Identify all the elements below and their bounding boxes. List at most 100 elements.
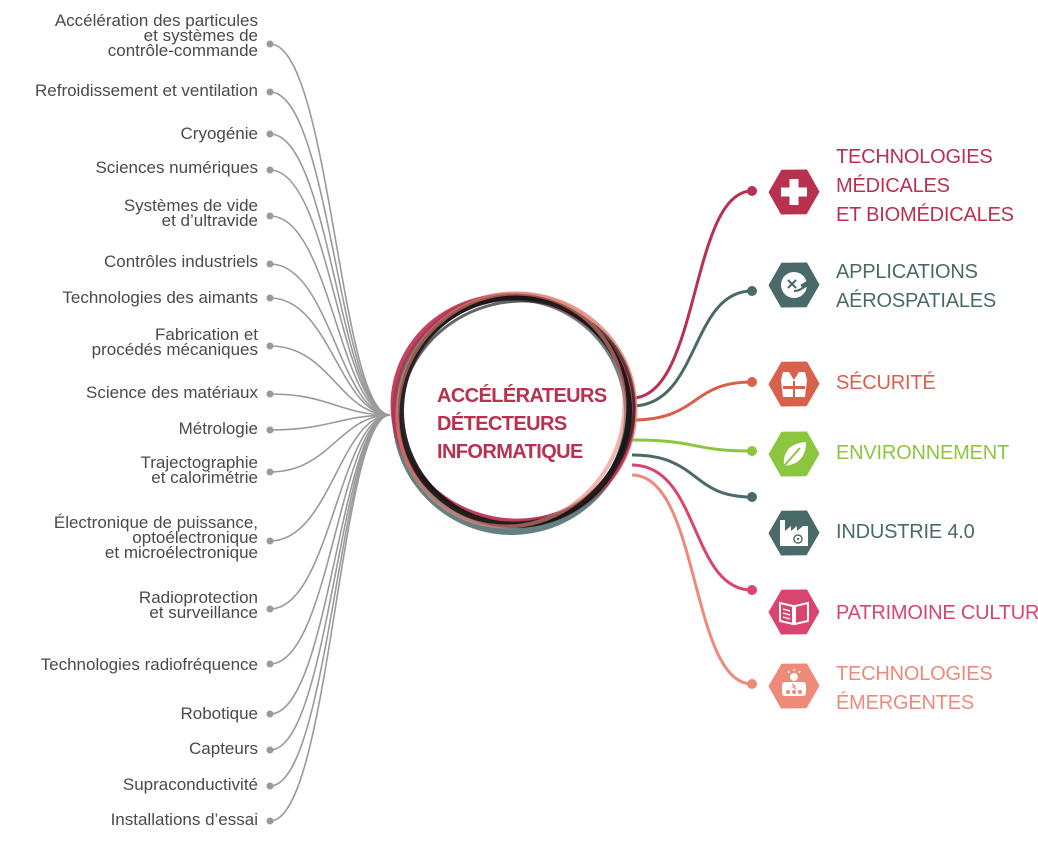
technology-label-line: et surveillance [149, 603, 258, 622]
center-line: INFORMATIQUE [437, 441, 583, 463]
technology-dot [266, 746, 274, 754]
application-label-line: INDUSTRIE 4.0 [836, 521, 975, 543]
technology-connector [269, 215, 391, 416]
technology-label-line: Électronique de puissance, [53, 513, 258, 532]
application-label-line: PATRIMOINE CULTUREL [836, 602, 1038, 624]
technology-label: Capteurs [189, 739, 258, 758]
technology-label-line: Sciences numériques [95, 158, 258, 177]
technology-dot [266, 390, 274, 398]
technology-label-line: et d’ultravide [161, 211, 258, 230]
technology-dot [266, 426, 274, 434]
application-connector [631, 289, 753, 408]
technology-connector [269, 169, 391, 416]
technology-label: Métrologie [179, 420, 258, 437]
technology-label-line: et calorimétrie [151, 468, 258, 487]
technology-label-line: Systèmes de vide [123, 196, 258, 215]
leaf-icon [768, 431, 820, 477]
technology-connector [269, 414, 391, 431]
technology-connector [269, 414, 391, 715]
technology-label-line: optoélectronique [132, 528, 258, 547]
application-label-line: ET BIOMÉDICALES [836, 204, 1014, 226]
central-ring [390, 291, 638, 535]
application-connector [631, 189, 753, 400]
technology-label: Cryogénie [181, 125, 259, 142]
technology-label-line: Fabrication et [155, 325, 258, 344]
technology-dot [266, 166, 274, 174]
technology-dot [266, 212, 274, 220]
technology-label-line: Contrôles industriels [103, 252, 258, 271]
technology-label: Technologies radiofréquence [40, 655, 258, 674]
technology-dot [266, 605, 274, 613]
technology-connector [269, 263, 391, 416]
medical-cross-icon [768, 169, 820, 215]
technology-connector [269, 414, 391, 822]
technology-label-line: Robotique [180, 704, 258, 723]
application-label: SÉCURITÉ [836, 369, 936, 398]
technology-label-line: Radioprotection [138, 588, 258, 607]
application-connector [631, 463, 753, 592]
application-label-line: MÉDICALES [836, 175, 950, 197]
application-dot [747, 186, 757, 196]
technology-connector [269, 91, 391, 416]
technology-label: Technologies des aimants [62, 288, 258, 307]
application-label-line: ÉMERGENTES [836, 692, 975, 714]
satellite-icon [768, 262, 820, 308]
application-label: TECHNOLOGIES MÉDICALES ET BIOMÉDICALES [836, 143, 1014, 230]
technology-dot [266, 342, 274, 350]
factory-icon [768, 510, 820, 556]
technology-dot [266, 468, 274, 476]
technology-dot [266, 88, 274, 96]
technology-label: Sciences numériques [95, 158, 258, 177]
application-dot [747, 679, 757, 689]
application-connectors [631, 186, 757, 689]
book-icon [768, 589, 820, 635]
technology-dot [266, 710, 274, 718]
center-line: DÉTECTEURS [437, 413, 567, 435]
technology-label-line: Installations d’essai [110, 810, 258, 829]
technology-label-line: Technologies radiofréquence [40, 655, 258, 674]
technology-label-line: Trajectographie [140, 453, 259, 472]
application-dot [747, 492, 757, 502]
technology-dot [266, 130, 274, 138]
technology-label-line: procédés mécaniques [91, 340, 258, 359]
technology-dot [266, 537, 274, 545]
center-title: ACCÉLÉRATEURS DÉTECTEURS INFORMATIQUE [437, 382, 607, 466]
application-label-line: SÉCURITÉ [836, 372, 936, 394]
technology-label: Robotique [180, 704, 258, 723]
technology-connectors [266, 40, 391, 825]
application-dot [747, 446, 757, 456]
technology-label-line: Supraconductivité [122, 775, 258, 794]
application-label: PATRIMOINE CULTUREL [836, 599, 1038, 628]
technology-connector [269, 43, 391, 416]
technology-label: Supraconductivité [122, 775, 258, 794]
technology-label-line: Technologies des aimants [62, 288, 258, 307]
technology-connector [269, 414, 391, 665]
application-label-line: AÉROSPATIALES [836, 290, 997, 312]
application-label: INDUSTRIE 4.0 [836, 518, 975, 547]
application-connector [631, 438, 753, 453]
safety-vest-icon [768, 361, 820, 407]
technology-dot [266, 660, 274, 668]
technology-connector [269, 297, 391, 416]
technology-dot [266, 260, 274, 268]
application-connector [631, 473, 753, 686]
application-dot [747, 286, 757, 296]
technology-connector [269, 133, 391, 416]
application-label: ENVIRONNEMENT [836, 439, 1009, 468]
technology-connector [269, 393, 391, 416]
technology-label-line: et microélectronique [104, 543, 258, 562]
application-label-line: ENVIRONNEMENT [836, 442, 1009, 464]
technology-connector [269, 414, 391, 610]
application-connector [631, 453, 753, 499]
center-line: ACCÉLÉRATEURS [437, 385, 607, 407]
technology-connector [269, 414, 391, 542]
application-label-line: TECHNOLOGIES [836, 146, 993, 168]
technology-connector [269, 414, 391, 473]
application-label-line: TECHNOLOGIES [836, 663, 993, 685]
technology-label-line: Capteurs [189, 739, 258, 758]
technology-dot [266, 817, 274, 825]
